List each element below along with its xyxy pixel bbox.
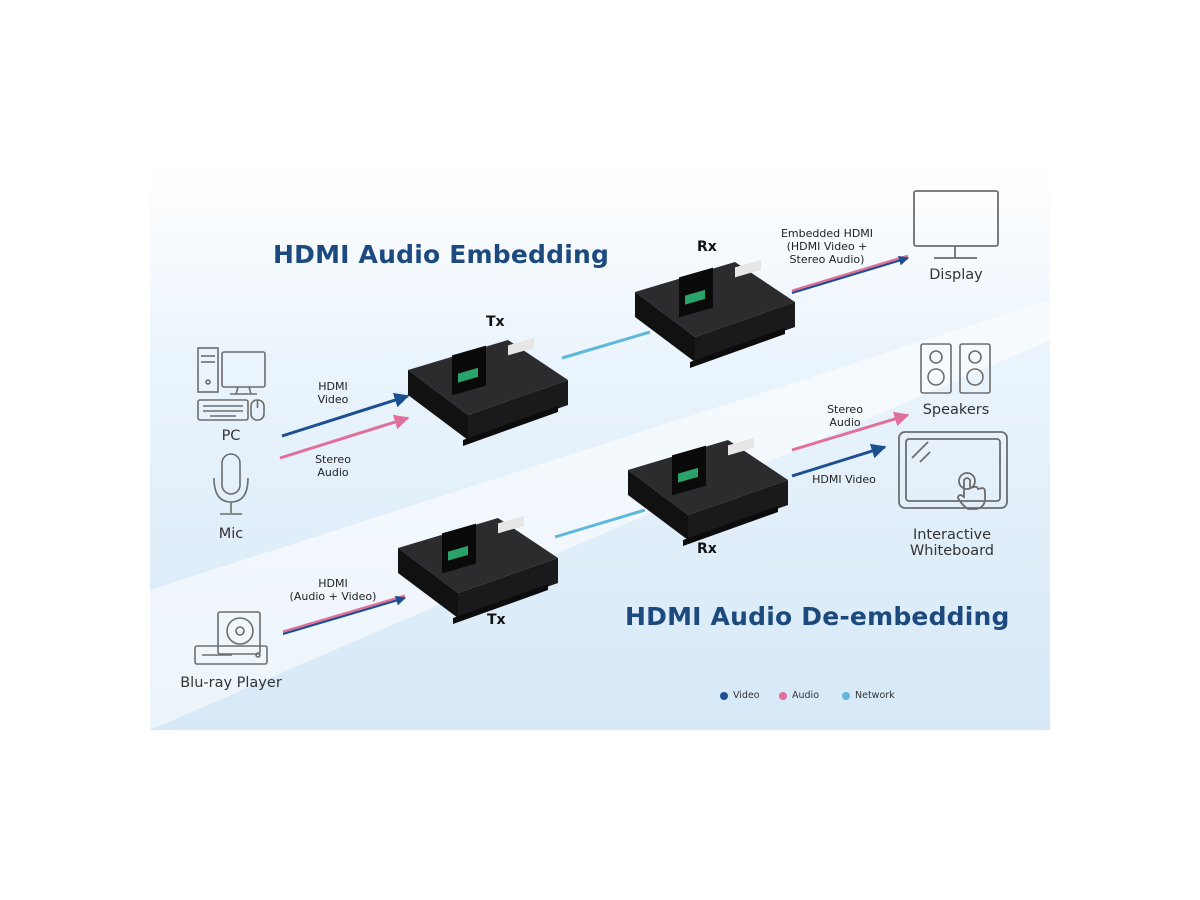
rx-label-top: Rx (697, 239, 717, 255)
legend-video-swatch (720, 691, 728, 700)
speakers-icon (920, 343, 991, 394)
title-deembedding: HDMI Audio De-embedding (625, 602, 1010, 631)
whiteboard-label: Interactive Whiteboard (909, 527, 995, 559)
hdmi-video-out-label: HDMI Video (812, 473, 876, 486)
pc-icon (197, 347, 266, 421)
stereo-audio-out-arrow (791, 411, 910, 452)
legend-network-label: Network (855, 690, 895, 701)
mic-label: Mic (218, 526, 244, 542)
hdmi-av-in-video-arrow (282, 595, 406, 635)
legend-network-swatch (842, 691, 850, 700)
tx-label-top: Tx (486, 314, 505, 330)
stereo-audio-in-label: Stereo Audio (315, 453, 351, 479)
legend-audio: Audio (779, 690, 819, 701)
display-label: Display (929, 267, 983, 283)
pc-label: PC (221, 428, 241, 444)
title-embedding: HDMI Audio Embedding (273, 240, 610, 269)
embedded-out-video-arrow (791, 255, 909, 294)
bluray-label: Blu-ray Player (180, 675, 282, 691)
legend-video: Video (720, 690, 760, 701)
stereo-audio-out-label: Stereo Audio (827, 403, 863, 429)
legend-video-label: Video (733, 690, 760, 701)
tx-label-bottom: Tx (487, 612, 506, 628)
mic-icon (213, 453, 249, 515)
embedded-out-audio-line (791, 254, 909, 293)
display-icon (913, 190, 999, 259)
legend-network: Network (842, 690, 895, 701)
hdmi-video-in-label: HDMI Video (317, 380, 349, 406)
rx-label-bottom: Rx (697, 541, 717, 557)
legend-audio-swatch (779, 691, 787, 700)
hdmi-video-in-arrow (281, 392, 410, 438)
legend-audio-label: Audio (792, 690, 820, 701)
whiteboard-icon (898, 431, 1008, 510)
diagonal-separator (150, 300, 1050, 730)
network-line-bottom (554, 508, 646, 539)
network-line-top (561, 330, 651, 360)
embedded-hdmi-out-label: Embedded HDMI (HDMI Video + Stereo Audio… (780, 227, 874, 266)
hdmi-av-in-label: HDMI (Audio + Video) (289, 577, 377, 603)
bluray-player-icon (194, 611, 268, 665)
speakers-label: Speakers (922, 402, 990, 418)
stereo-audio-in-arrow (279, 414, 410, 460)
hdmi-video-out-arrow (791, 443, 887, 478)
hdmi-av-in-audio-line (282, 594, 406, 634)
